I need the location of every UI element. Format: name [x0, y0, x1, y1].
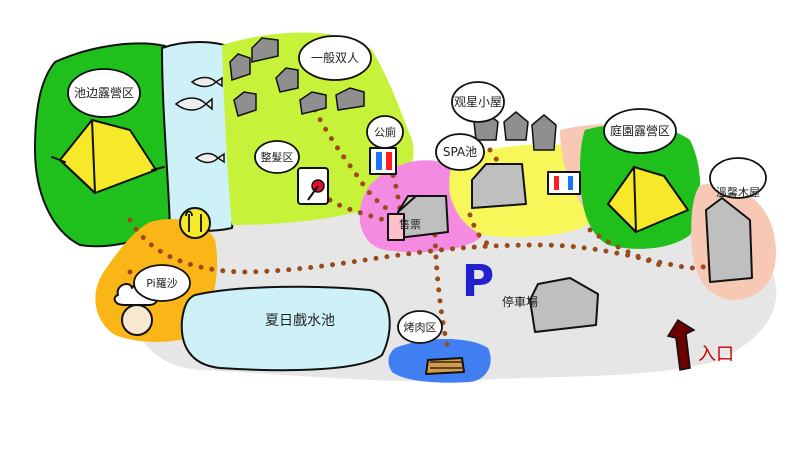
path-reception-bbq: [432, 232, 450, 348]
tent-icon: [51, 119, 165, 194]
house-icon: [471, 163, 527, 209]
lime-area: [222, 32, 414, 225]
path-spa: [467, 212, 493, 248]
label-bbq: 烤肉区: [404, 320, 437, 334]
tent-icon: [607, 166, 689, 233]
label-parking: 停車場: [502, 294, 538, 309]
water-pool: [180, 285, 391, 372]
house-icon: [529, 277, 599, 333]
arrow-up-icon: [666, 318, 696, 371]
label-water-pool: 夏日戲水池: [265, 313, 335, 329]
bbq-grill-icon: [425, 357, 465, 375]
label-star-cabin: 观星小屋: [454, 95, 502, 109]
label-hair-salon: 整髮区: [261, 150, 294, 164]
label-entrance: 入口: [698, 344, 734, 365]
path-restroom: [387, 162, 403, 213]
restroom-icon: [369, 147, 397, 175]
label-general-house: 一般双人: [311, 50, 359, 65]
label-spa: SPA池: [443, 145, 477, 159]
label-poolside-campsite: 池边露營区: [74, 86, 134, 100]
cutlery-icon: [179, 207, 211, 239]
label-reception: 售票: [399, 217, 421, 231]
label-warm-cabin: 溫馨木屋: [716, 185, 760, 199]
parking-symbol: P: [462, 256, 494, 307]
ticket-sign: [387, 213, 405, 241]
hair-dryer-icon: [297, 167, 329, 205]
path-garden: [587, 227, 671, 271]
house-icon: [397, 195, 449, 239]
house-icon: [705, 197, 753, 283]
house-icon: [229, 37, 365, 117]
restroom-icon: [547, 171, 581, 195]
path-hair: [327, 197, 393, 225]
label-pizza: Pi羅沙: [146, 277, 177, 290]
speech-bubbles: [67, 35, 767, 344]
label-garden-campsite: 庭園露營区: [610, 123, 670, 138]
label-restroom: 公廁: [374, 125, 396, 139]
fish-icon: [174, 76, 225, 164]
